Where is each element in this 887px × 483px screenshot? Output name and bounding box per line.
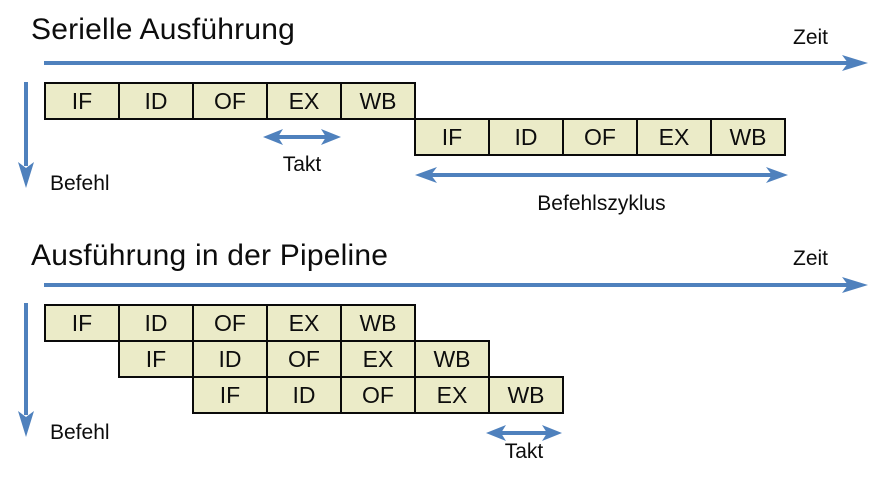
stage-box: IF: [414, 118, 490, 156]
stage-box: EX: [266, 82, 342, 120]
pipeline-zeit-arrow: [44, 277, 868, 293]
stage-box: OF: [562, 118, 638, 156]
serial-zeit-label: Zeit: [793, 26, 829, 49]
stage-box: EX: [266, 304, 342, 342]
stage-box: ID: [266, 376, 342, 414]
stage-box: IF: [192, 376, 268, 414]
befehlszyklus-label: Befehlszyklus: [537, 192, 666, 215]
serial-instruction-row-1: IF ID OF EX WB: [44, 82, 416, 120]
stage-box: ID: [118, 82, 194, 120]
stage-box: OF: [192, 82, 268, 120]
stage-box: OF: [340, 376, 416, 414]
stage-box: EX: [340, 340, 416, 378]
serial-befehl-arrow: [18, 82, 34, 188]
pipeline-instruction-row-2: IF ID OF EX WB: [118, 340, 490, 378]
stage-box: ID: [488, 118, 564, 156]
stage-box: ID: [192, 340, 268, 378]
stage-box: WB: [340, 82, 416, 120]
serial-befehl-label: Befehl: [50, 172, 110, 195]
pipeline-befehl-arrow: [18, 303, 34, 437]
pipeline-takt-label: Takt: [504, 440, 544, 463]
pipeline-instruction-row-1: IF ID OF EX WB: [44, 304, 416, 342]
pipeline-section-title: Ausführung in der Pipeline: [31, 239, 389, 272]
pipeline-zeit-label: Zeit: [793, 247, 829, 270]
stage-box: IF: [44, 82, 120, 120]
serial-section-title: Serielle Ausführung: [31, 13, 295, 46]
stage-box: WB: [710, 118, 786, 156]
pipeline-befehl-label: Befehl: [50, 421, 110, 444]
pipeline-instruction-row-3: IF ID OF EX WB: [192, 376, 564, 414]
serial-takt-label: Takt: [282, 153, 322, 176]
stage-box: EX: [414, 376, 490, 414]
stage-box: WB: [414, 340, 490, 378]
stage-box: ID: [118, 304, 194, 342]
befehlszyklus-arrow: [415, 167, 788, 183]
stage-box: WB: [488, 376, 564, 414]
stage-box: WB: [340, 304, 416, 342]
stage-box: OF: [266, 340, 342, 378]
stage-box: EX: [636, 118, 712, 156]
stage-box: IF: [44, 304, 120, 342]
serial-instruction-row-2: IF ID OF EX WB: [414, 118, 786, 156]
serial-zeit-arrow: [44, 55, 868, 71]
stage-box: OF: [192, 304, 268, 342]
pipeline-takt-arrow: [486, 425, 562, 441]
serial-takt-arrow: [263, 129, 341, 145]
stage-box: IF: [118, 340, 194, 378]
